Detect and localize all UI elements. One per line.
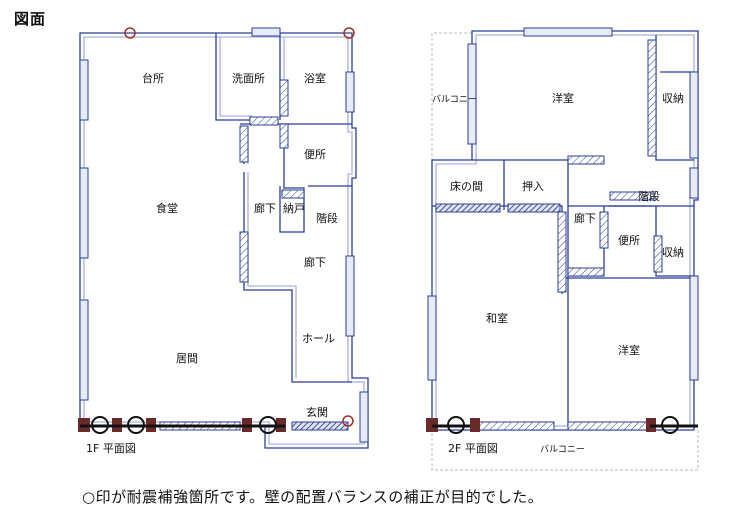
floor-plan-drawing: 台所 洗面所 浴室 便所 食堂 廊下 納戸 階段 廊下 ホール 居間 玄関 1F… (78, 27, 699, 471)
room-corridor-2: 廊下 (304, 255, 326, 269)
floor1-reinforcement-markers (124, 27, 355, 427)
room-washroom: 洗面所 (232, 72, 265, 85)
room-2f-closet-1: 収納 (662, 92, 684, 105)
room-corridor: 廊下 (254, 201, 276, 215)
floor2-balcony-outline (431, 32, 699, 471)
room-living: 居間 (176, 352, 198, 365)
floor1-seismic-braces (80, 416, 285, 434)
room-2f-balcony-bottom: バルコニー (540, 444, 585, 455)
floor1-caption: 1F 平面図 (86, 442, 136, 455)
floor2-wall-panels (427, 27, 699, 431)
room-entrance: 玄関 (306, 405, 328, 419)
room-2f-closet-2: 収納 (662, 246, 684, 259)
room-storage: 納戸 (283, 202, 305, 215)
floor2-seismic-braces (432, 416, 698, 434)
room-dining: 食堂 (156, 201, 178, 215)
room-2f-corridor: 廊下 (574, 211, 596, 225)
floor2-caption: 2F 平面図 (448, 442, 498, 455)
room-2f-tokonoma: 床の間 (450, 179, 483, 193)
floor1-wall-panels (79, 27, 369, 443)
room-bath: 浴室 (304, 71, 326, 85)
room-2f-toilet: 便所 (618, 234, 640, 247)
room-2f-japanese: 和室 (486, 311, 508, 325)
room-toilet: 便所 (304, 148, 326, 161)
room-kitchen: 台所 (142, 71, 164, 85)
room-2f-oshiire: 押入 (522, 179, 544, 193)
room-2f-western-1: 洋室 (552, 91, 574, 105)
room-2f-stairs: 階段 (638, 189, 660, 203)
room-2f-balcony-left: バルコニー (432, 94, 477, 105)
reinforcement-note: ○印が耐震補強箇所です。壁の配置バランスの補正が目的でした。 (82, 488, 544, 506)
floor1-walls (79, 32, 369, 449)
room-stairs: 階段 (316, 211, 338, 225)
room-hall: ホール (302, 332, 335, 345)
page-heading: 図面 (14, 10, 47, 28)
room-2f-western-2: 洋室 (618, 343, 640, 357)
